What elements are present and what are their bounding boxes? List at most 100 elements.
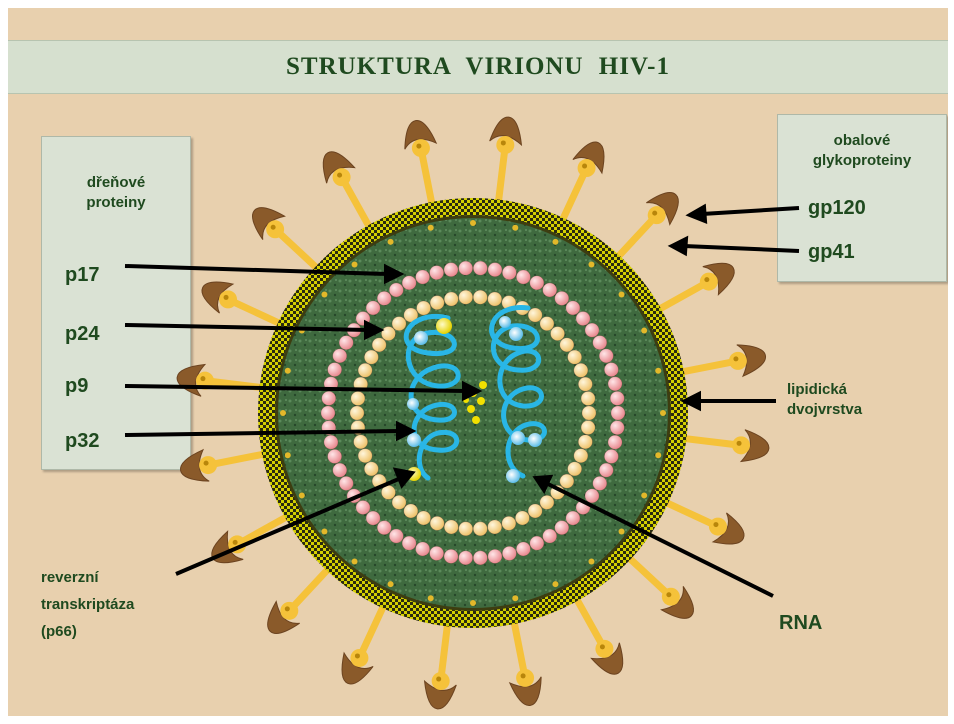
arrow-gp41	[684, 246, 799, 251]
p17-bead	[530, 536, 544, 550]
anchor-dot	[352, 559, 358, 565]
p24-bead	[372, 338, 386, 352]
p17-bead	[333, 349, 347, 363]
anchor-dot	[512, 225, 518, 231]
p24-bead	[473, 290, 487, 304]
gp120-knob	[496, 136, 514, 154]
p17-bead	[459, 551, 473, 565]
p17-bead	[324, 435, 338, 449]
p17-bead	[366, 301, 380, 315]
gp120-knob-dot	[666, 592, 671, 597]
p24-bead	[488, 292, 502, 306]
p17-bead	[488, 263, 502, 277]
gp120-knob	[199, 456, 217, 474]
gp120-knob-dot	[501, 140, 506, 145]
gp120-knob-dot	[204, 461, 209, 466]
gp120-knob	[700, 273, 718, 291]
p24-bead	[417, 301, 431, 315]
label-gp41: gp41	[808, 240, 855, 264]
p17-bead	[610, 421, 624, 435]
p17-bead	[473, 261, 487, 275]
glycoprotein-spike	[175, 361, 269, 396]
p24-bead	[354, 435, 368, 449]
p24-bead	[364, 462, 378, 476]
p24-bead	[488, 520, 502, 534]
glycoprotein-spike	[244, 199, 323, 274]
p24-bead	[560, 338, 574, 352]
anchor-dot	[641, 492, 647, 498]
anchor-dot	[299, 492, 305, 498]
p17-bead	[599, 349, 613, 363]
p17-bead	[459, 261, 473, 275]
gp120-knob	[578, 159, 596, 177]
arrow-gp41-head	[672, 239, 686, 253]
p24-bead	[430, 296, 444, 310]
glycoprotein-spike	[612, 184, 687, 263]
gp120-knob	[648, 206, 666, 224]
gp120-knob-dot	[200, 376, 205, 381]
p17-bead	[576, 312, 590, 326]
p17-bead	[611, 406, 625, 420]
p17-bead	[444, 549, 458, 563]
anchor-dot	[285, 452, 291, 458]
p17-bead	[604, 363, 618, 377]
anchor-dot	[470, 600, 476, 606]
p24-bead	[515, 511, 529, 525]
p17-bead	[339, 336, 353, 350]
anchor-dot	[321, 292, 327, 298]
gp120-knob-dot	[224, 295, 229, 300]
glycoprotein-spike	[400, 118, 436, 212]
p17-bead	[599, 463, 613, 477]
gp120-knob	[709, 518, 727, 536]
p17-bead	[502, 546, 516, 560]
lipid-line1: lipidická	[787, 380, 862, 400]
anchor-dot	[470, 220, 476, 226]
p17-bead	[339, 476, 353, 490]
p17-bead	[488, 549, 502, 563]
p17-bead	[430, 546, 444, 560]
p17-bead	[608, 435, 622, 449]
p17-bead	[516, 542, 530, 556]
anchor-dot	[588, 261, 594, 267]
p9-bead	[477, 397, 485, 405]
label-p32: p32	[65, 429, 99, 453]
gp120-knob	[219, 290, 237, 308]
p24-bead	[540, 317, 554, 331]
glycoprotein-spike	[314, 145, 373, 234]
hiv-virion-diagram	[8, 8, 948, 716]
anchor-dot	[660, 410, 666, 416]
gp120-knob-dot	[713, 522, 718, 527]
p17-bead	[321, 406, 335, 420]
arrow-gp120	[702, 208, 799, 214]
p17-bead	[543, 283, 557, 297]
p24-bead	[502, 516, 516, 530]
anchor-dot	[588, 559, 594, 565]
gp120-knob	[432, 672, 450, 690]
glycoprotein-spike	[674, 340, 768, 376]
p9-bead	[467, 405, 475, 413]
p17-bead	[402, 536, 416, 550]
gp120-knob-dot	[416, 144, 421, 149]
rt-bead	[407, 398, 419, 410]
p17-bead	[585, 489, 599, 503]
gp120-knob-dot	[521, 673, 526, 678]
p24-bead	[528, 308, 542, 322]
p24-bead	[582, 406, 596, 420]
p24-bead	[560, 474, 574, 488]
anchor-dot	[428, 225, 434, 231]
p17-bead	[610, 391, 624, 405]
anchor-dot	[655, 368, 661, 374]
p24-bead	[381, 327, 395, 341]
p9-bead	[479, 381, 487, 389]
label-gp120: gp120	[808, 196, 866, 220]
p24-bead	[574, 449, 588, 463]
p24-bead	[444, 292, 458, 306]
gp120-knob-dot	[704, 277, 709, 282]
p24-bead	[459, 290, 473, 304]
p17-bead	[555, 291, 569, 305]
label-p17: p17	[65, 263, 99, 287]
p17-bead	[608, 377, 622, 391]
p17-bead	[502, 266, 516, 280]
anchor-dot	[388, 581, 394, 587]
p24-bead	[358, 363, 372, 377]
